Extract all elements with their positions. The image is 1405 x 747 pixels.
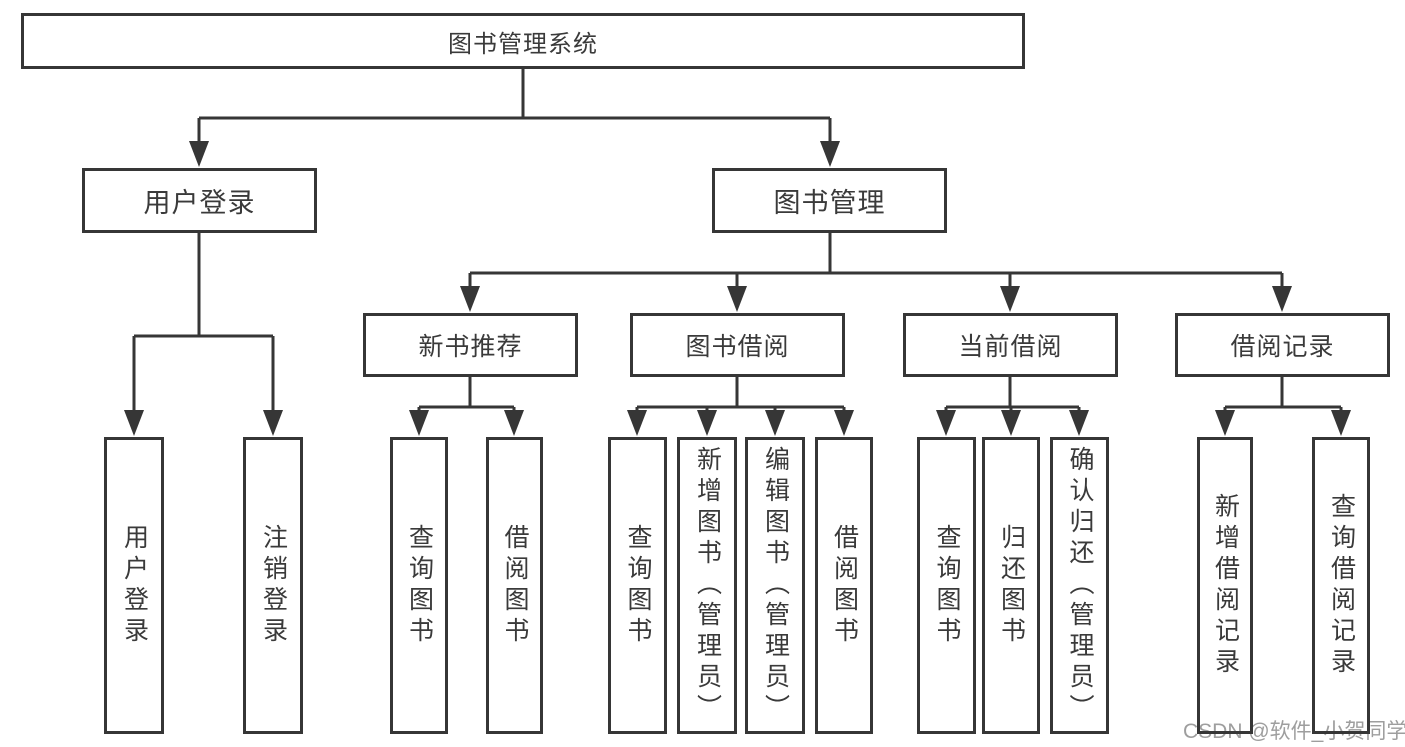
arrowheads-borrow-record-to-leaves [1215, 410, 1351, 436]
node-book-borrow-label: 图书借阅 [685, 333, 790, 361]
leaf-query-borrow-record: 查询借阅记录 [1312, 437, 1370, 734]
leaf-query-borrow-record-label: 查询借阅记录 [1327, 492, 1356, 679]
leaf-query-books-current: 查询图书 [917, 437, 976, 734]
leaf-add-books-admin: 新增图书（管理员） [677, 437, 737, 734]
leaf-query-books-recommend: 查询图书 [390, 437, 448, 734]
leaf-return-books: 归还图书 [982, 437, 1040, 734]
leaf-query-books-borrow: 查询图书 [608, 437, 667, 734]
leaf-borrow-books-recommend: 借阅图书 [486, 437, 543, 734]
connector-borrow-record-to-leaves [1223, 375, 1343, 412]
leaf-confirm-return-admin-label: 确认归还（管理员） [1066, 446, 1094, 725]
connector-current-borrow-to-leaves [944, 375, 1081, 412]
connector-book-management-to-level3 [468, 233, 1284, 288]
leaf-borrow-books-recommend-label: 借阅图书 [501, 523, 529, 648]
leaf-add-borrow-record-label: 新增借阅记录 [1211, 492, 1240, 679]
leaf-confirm-return-admin: 确认归还（管理员） [1050, 437, 1109, 734]
connector-new-book-recommend-to-leaves [417, 375, 516, 412]
node-root-system-label: 图书管理系统 [448, 30, 598, 58]
leaf-logout-login: 注销登录 [243, 437, 303, 734]
arrowheads-user-login-to-leaves [124, 410, 283, 436]
arrowheads-new-book-recommend-to-leaves [409, 410, 524, 436]
connector-user-login-to-leaves [132, 233, 275, 412]
leaf-edit-books-admin-label: 编辑图书（管理员） [761, 446, 790, 725]
leaf-query-books-current-label: 查询图书 [933, 523, 961, 648]
leaf-add-borrow-record: 新增借阅记录 [1197, 437, 1253, 734]
watermark: CSDN @软件_小贺同学 [1183, 720, 1405, 743]
node-borrow-record-label: 借阅记录 [1230, 333, 1335, 361]
arrowheads-root-to-level2 [189, 141, 840, 167]
leaf-user-login-label: 用户登录 [120, 523, 149, 648]
node-new-book-recommend: 新书推荐 [363, 313, 578, 377]
node-book-management: 图书管理 [712, 168, 947, 233]
leaf-logout-login-label: 注销登录 [259, 523, 288, 648]
leaf-borrow-books-label: 借阅图书 [830, 523, 859, 648]
node-book-management-label: 图书管理 [773, 188, 886, 218]
leaf-add-books-admin-label: 新增图书（管理员） [693, 446, 722, 725]
node-current-borrow: 当前借阅 [903, 313, 1118, 377]
leaf-return-books-label: 归还图书 [997, 523, 1026, 648]
leaf-query-books-recommend-label: 查询图书 [405, 523, 434, 648]
node-root-system: 图书管理系统 [21, 13, 1025, 69]
node-book-borrow: 图书借阅 [630, 313, 845, 377]
leaf-borrow-books: 借阅图书 [815, 437, 873, 734]
node-user-login-label: 用户登录 [143, 188, 256, 218]
connector-book-borrow-to-leaves [635, 375, 846, 412]
node-current-borrow-label: 当前借阅 [958, 333, 1063, 361]
arrowheads-book-management-to-level3 [460, 286, 1292, 312]
node-borrow-record: 借阅记录 [1175, 313, 1390, 377]
node-new-book-recommend-label: 新书推荐 [418, 333, 523, 361]
node-user-login: 用户登录 [82, 168, 317, 233]
arrowheads-current-borrow-to-leaves [936, 410, 1089, 436]
connector-root-to-level2 [197, 68, 832, 144]
leaf-query-books-borrow-label: 查询图书 [624, 523, 652, 648]
arrowheads-book-borrow-to-leaves [627, 410, 854, 436]
leaf-user-login: 用户登录 [104, 437, 164, 734]
leaf-edit-books-admin: 编辑图书（管理员） [745, 437, 805, 734]
